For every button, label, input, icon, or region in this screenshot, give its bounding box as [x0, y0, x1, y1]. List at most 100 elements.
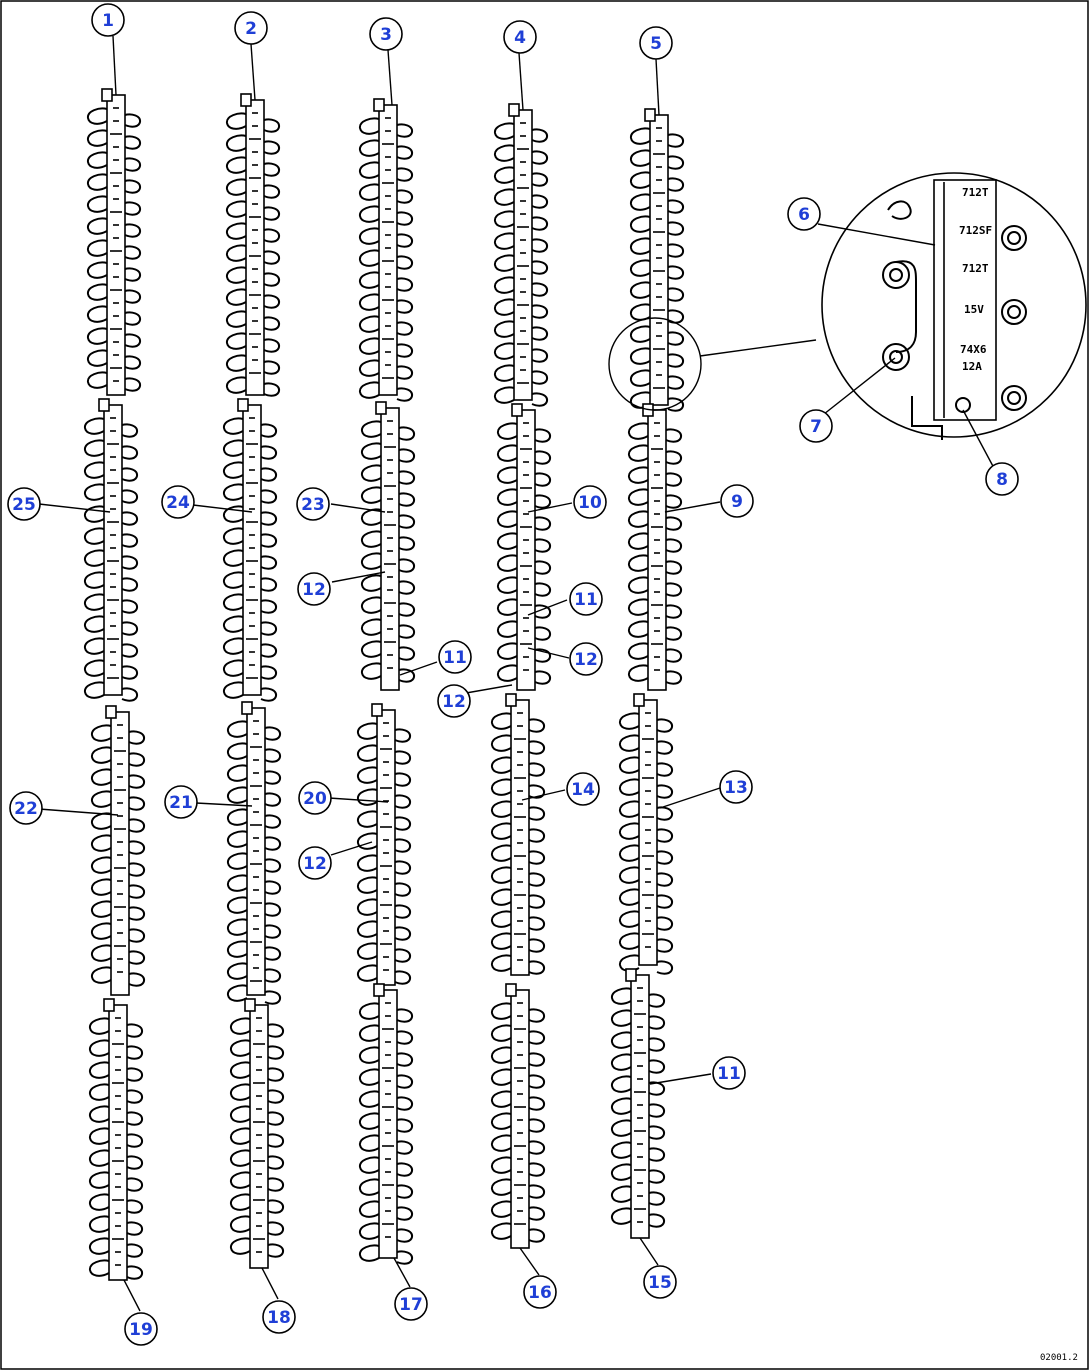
- wire-loop-right: [667, 155, 685, 170]
- wire-loop-right: [667, 265, 685, 280]
- wire-loop-right: [128, 972, 146, 987]
- callout-leader: [399, 661, 438, 676]
- callout-number: 11: [574, 590, 598, 610]
- wire-loop-left: [226, 200, 247, 218]
- wire-loop-left: [491, 800, 512, 818]
- wire-loop-right: [667, 375, 685, 390]
- wire-loop-left: [223, 637, 244, 655]
- callout-4: 4: [503, 20, 537, 54]
- wire-loop-right: [398, 514, 416, 529]
- strip-end-cap: [240, 93, 252, 107]
- callout-leader: [527, 599, 568, 616]
- callout-leader: [527, 647, 570, 659]
- wire-loop-right: [398, 492, 416, 507]
- callout-leader: [195, 802, 253, 807]
- wire-loop-right: [124, 245, 142, 260]
- wire-loop-right: [648, 993, 666, 1008]
- callout-leader: [655, 58, 660, 116]
- strip-end-cap: [101, 88, 113, 102]
- wire-loop-right: [394, 794, 412, 809]
- callout-18: 18: [262, 1300, 296, 1334]
- wire-loop-left: [89, 1017, 110, 1035]
- wire-loop-left: [87, 173, 108, 191]
- wire-loop-left: [494, 254, 515, 272]
- wire-loop-left: [359, 139, 380, 157]
- wire-loop-right: [260, 511, 278, 526]
- callout-number: 2: [245, 19, 257, 39]
- wire-loop-left: [226, 266, 247, 284]
- wire-loop-right: [528, 1008, 546, 1023]
- wire-loop-right: [531, 304, 549, 319]
- callout-10: 10: [573, 485, 607, 519]
- wire-loop-right: [121, 423, 139, 438]
- wire-loop-right: [656, 850, 674, 865]
- callout-bubble: [161, 485, 195, 519]
- wire-loop-left: [91, 966, 112, 984]
- wire-loop-left: [223, 461, 244, 479]
- wire-loop-right: [648, 1037, 666, 1052]
- detail-screw-terminal-right: [1001, 299, 1027, 325]
- wire-loop-left: [87, 239, 108, 257]
- wire-loop-right: [263, 140, 281, 155]
- wire-loop-right: [665, 670, 683, 685]
- detail-label-3: 712T: [962, 262, 989, 275]
- wire-loop-left: [630, 259, 651, 277]
- wire-loop-left: [491, 866, 512, 884]
- wire-loop-right: [528, 1118, 546, 1133]
- wire-loop-right: [528, 850, 546, 865]
- wire-loop-left: [628, 664, 649, 682]
- wire-loop-left: [230, 1149, 251, 1167]
- wire-loop-left: [494, 210, 515, 228]
- strip-end-cap: [505, 693, 517, 707]
- wire-loop-right: [656, 784, 674, 799]
- wire-loop-left: [226, 376, 247, 394]
- callout-bubble: [7, 487, 41, 521]
- detail-bracket: [911, 396, 943, 440]
- wire-loop-left: [357, 898, 378, 916]
- wire-loop-right: [398, 426, 416, 441]
- callout-16: 16: [523, 1275, 557, 1309]
- wire-loop-left: [227, 830, 248, 848]
- wire-loop-right: [531, 238, 549, 253]
- terminal-strip-segment: [226, 93, 281, 397]
- wire-loop-left: [84, 571, 105, 589]
- strip-end-cap: [244, 998, 256, 1012]
- wire-loop-right: [396, 1228, 414, 1243]
- wire-loop-right: [263, 250, 281, 265]
- wire-loop-left: [491, 712, 512, 730]
- wire-loop-right: [398, 668, 416, 683]
- wire-loop-left: [91, 834, 112, 852]
- wire-loop-left: [91, 724, 112, 742]
- wire-loop-right: [124, 135, 142, 150]
- wire-loop-right: [528, 718, 546, 733]
- wire-loop-right: [534, 450, 552, 465]
- wire-loop-left: [628, 554, 649, 572]
- callout-leader: [330, 503, 386, 513]
- callout-leader: [649, 1073, 712, 1085]
- terminal-strip-segment: [630, 108, 685, 412]
- terminal-strip-segment: [611, 968, 666, 1239]
- callout-15: 15: [643, 1265, 677, 1299]
- strip-end-cap: [625, 968, 637, 982]
- callout-leader: [664, 501, 721, 513]
- wire-loop-left: [361, 640, 382, 658]
- wire-loop-right: [263, 118, 281, 133]
- detail-label-5: 74X6: [960, 343, 987, 356]
- callout-bubble: [298, 781, 332, 815]
- wire-loop-left: [227, 764, 248, 782]
- callout-number: 11: [443, 648, 467, 668]
- callout-11: 11: [712, 1056, 746, 1090]
- wire-loop-right: [528, 960, 546, 975]
- wire-loop-left: [230, 1061, 251, 1079]
- wire-loop-left: [84, 417, 105, 435]
- drawing-id: 02001.2: [1040, 1353, 1078, 1363]
- wire-loop-right: [396, 167, 414, 182]
- wire-loop-right: [121, 577, 139, 592]
- wire-loop-left: [359, 1200, 380, 1218]
- strip-body: [249, 1004, 269, 1269]
- wire-loop-right: [396, 1074, 414, 1089]
- wire-loop-left: [227, 808, 248, 826]
- wire-loop-left: [359, 1024, 380, 1042]
- terminal-strip-segment: [619, 693, 674, 975]
- detail-source-circle: [608, 317, 702, 411]
